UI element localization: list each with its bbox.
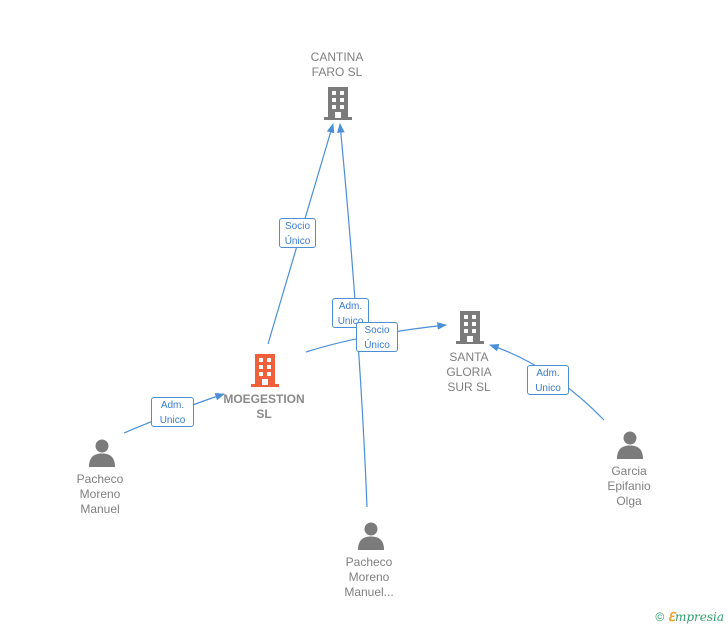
person-icon	[89, 439, 115, 467]
brand-logo: ℇmpresia	[667, 610, 724, 624]
building-icon	[456, 311, 484, 344]
node-label-garcia: Garcia Epifanio Olga	[607, 464, 651, 508]
person-icon	[358, 522, 384, 550]
edge-badge-pacheco1-moegestion[interactable]: Adm. Unico	[151, 397, 194, 427]
building-icon	[251, 354, 279, 387]
edge-badge-pacheco2-cantina[interactable]: Adm. Unico	[332, 298, 369, 328]
node-label-pacheco-1: Pacheco Moreno Manuel	[76, 472, 124, 516]
node-label-moegestion: MOEGESTION SL	[223, 392, 305, 421]
copyright-icon: ©	[655, 610, 665, 624]
edge-badge-garcia-santagloria[interactable]: Adm. Unico	[527, 365, 569, 395]
node-label-santa-gloria: SANTA GLORIA SUR SL	[446, 350, 492, 394]
node-label-pacheco-2: Pacheco Moreno Manuel...	[344, 555, 394, 599]
edge-badge-moegestion-santagloria[interactable]: Socio Único	[356, 322, 398, 352]
footer-brand[interactable]: © ℇmpresia	[655, 610, 724, 624]
edge-badge-moegestion-cantina[interactable]: Socio Único	[279, 218, 316, 248]
building-icon	[324, 87, 352, 120]
node-label-cantina: CANTINA FARO SL	[310, 50, 364, 79]
person-icon	[617, 431, 643, 459]
